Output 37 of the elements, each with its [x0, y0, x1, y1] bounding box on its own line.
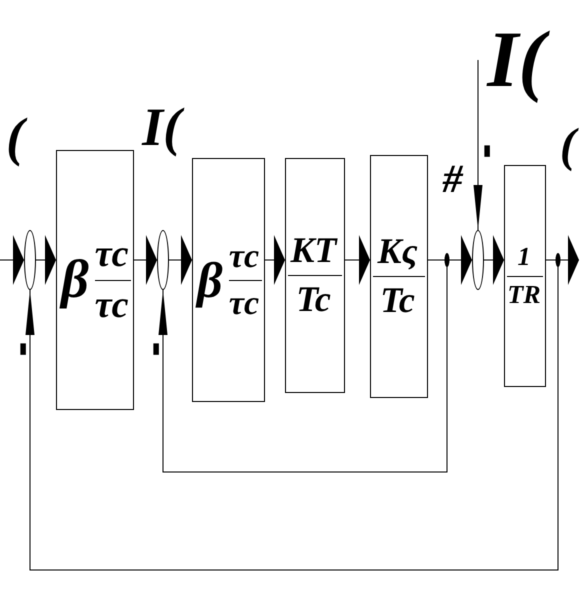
numerator: KT	[289, 231, 339, 271]
signal-label: (	[4, 106, 32, 168]
denominator: Tc	[295, 280, 332, 320]
signal-label: I(	[484, 16, 555, 104]
gain-symbol: β	[195, 252, 224, 308]
numerator: Kς	[376, 232, 419, 272]
numerator: 1	[516, 242, 532, 272]
signal-label: #	[442, 156, 464, 202]
summing-junction	[157, 230, 169, 290]
numerator: τc	[228, 238, 260, 276]
summing-junction	[472, 230, 484, 290]
transfer-function-block	[56, 150, 134, 410]
summing-junction	[24, 230, 36, 290]
arrow	[36, 235, 56, 285]
gain-symbol: β	[59, 250, 90, 310]
signal-label: I(	[140, 96, 189, 158]
arrow	[168, 235, 192, 285]
transfer-function-block	[370, 155, 428, 398]
arrow	[344, 235, 370, 285]
denominator: τc	[228, 284, 260, 322]
arrow	[0, 235, 24, 285]
transfer-function-block	[504, 165, 546, 387]
denominator: τc	[94, 284, 130, 326]
sign-mark: ▮	[19, 340, 28, 358]
arrow	[474, 60, 482, 230]
signal-label: (	[558, 118, 581, 174]
denominator: TR	[506, 280, 542, 310]
numerator: τc	[94, 234, 130, 276]
arrow	[264, 235, 286, 285]
sign-mark: ▮	[152, 340, 160, 358]
arrow	[134, 235, 158, 285]
arrow	[484, 235, 504, 285]
denominator: Tc	[379, 281, 416, 321]
sign-mark: ▮	[483, 142, 492, 160]
transfer-function-block	[192, 158, 265, 402]
arrow	[158, 260, 448, 472]
transfer-function-block	[285, 158, 345, 393]
